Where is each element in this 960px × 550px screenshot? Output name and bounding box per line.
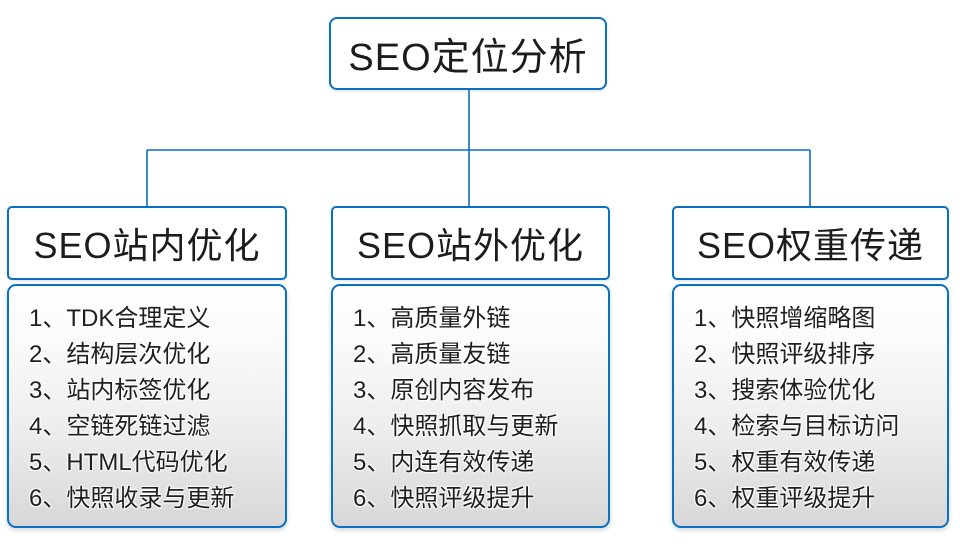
branch-body: 1、TDK合理定义 2、结构层次优化 3、站内标签优化 4、空链死链过滤 5、H… xyxy=(7,284,287,528)
list-item: 1、高质量外链 xyxy=(353,305,511,332)
branch-title: SEO站外优化 xyxy=(356,225,585,266)
list-item: 4、空链死链过滤 xyxy=(29,413,211,440)
branch-header: SEO站外优化 xyxy=(331,206,610,280)
list-item: 2、高质量友链 xyxy=(353,341,511,368)
list-item: 4、检索与目标访问 xyxy=(694,413,900,440)
list-item: 2、快照评级排序 xyxy=(694,341,876,368)
branch-header: SEO权重传递 xyxy=(672,206,949,280)
branch-body: 1、高质量外链 2、高质量友链 3、原创内容发布 4、快照抓取与更新 5、内连有… xyxy=(331,284,610,528)
root-node-title: SEO定位分析 xyxy=(348,37,588,79)
list-item: 3、搜索体验优化 xyxy=(694,377,876,404)
list-item: 5、权重有效传递 xyxy=(694,449,876,476)
list-item: 5、HTML代码优化 xyxy=(29,449,228,476)
branch-title: SEO权重传递 xyxy=(696,225,925,266)
list-item: 6、权重评级提升 xyxy=(694,485,876,512)
list-item: 6、快照收录与更新 xyxy=(29,485,235,512)
branch-onsite-optimization: SEO站内优化 1、TDK合理定义 2、结构层次优化 3、站内标签优化 4、空链… xyxy=(7,206,287,528)
branch-body: 1、快照增缩略图 2、快照评级排序 3、搜索体验优化 4、检索与目标访问 5、权… xyxy=(672,284,949,528)
list-item: 4、快照抓取与更新 xyxy=(353,413,559,440)
list-item: 5、内连有效传递 xyxy=(353,449,535,476)
list-item: 1、TDK合理定义 xyxy=(29,305,211,332)
branch-offsite-optimization: SEO站外优化 1、高质量外链 2、高质量友链 3、原创内容发布 4、快照抓取与… xyxy=(331,206,610,528)
list-item: 3、站内标签优化 xyxy=(29,377,211,404)
root-node: SEO定位分析 xyxy=(329,17,607,90)
list-item: 3、原创内容发布 xyxy=(353,377,535,404)
branch-list: 1、快照增缩略图 2、快照评级排序 3、搜索体验优化 4、检索与目标访问 5、权… xyxy=(694,301,941,517)
list-item: 2、结构层次优化 xyxy=(29,341,211,368)
list-item: 6、快照评级提升 xyxy=(353,485,535,512)
branch-weight-transfer: SEO权重传递 1、快照增缩略图 2、快照评级排序 3、搜索体验优化 4、检索与… xyxy=(672,206,949,528)
branch-header: SEO站内优化 xyxy=(7,206,287,280)
branch-list: 1、TDK合理定义 2、结构层次优化 3、站内标签优化 4、空链死链过滤 5、H… xyxy=(29,301,279,517)
branch-list: 1、高质量外链 2、高质量友链 3、原创内容发布 4、快照抓取与更新 5、内连有… xyxy=(353,301,602,517)
branch-title: SEO站内优化 xyxy=(33,225,261,266)
list-item: 1、快照增缩略图 xyxy=(694,305,876,332)
